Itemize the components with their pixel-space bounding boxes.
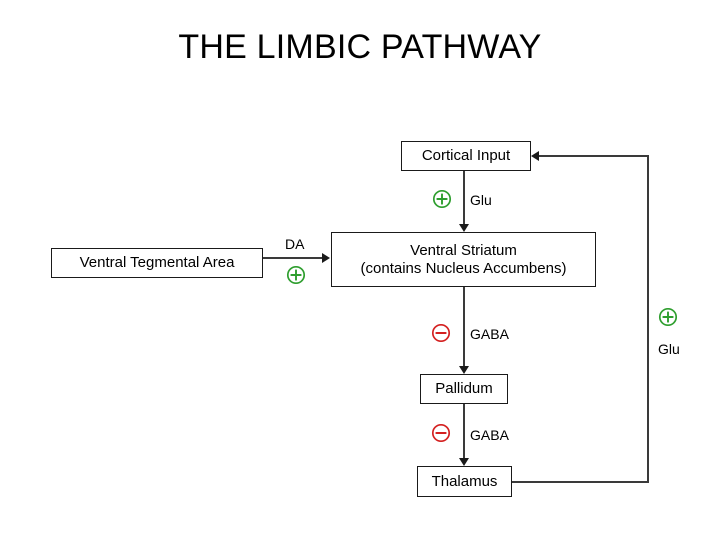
node-cortical-input-label: Cortical Input [421,147,511,165]
page-title: THE LIMBIC PATHWAY [178,28,542,66]
edge-label-cortex-to-striatum: Glu [470,192,492,208]
edge-vta-to-striatum-line [263,257,323,259]
node-thalamus[interactable]: Thalamus [417,466,512,497]
excitatory-badge-cortex-striatum [432,189,452,209]
edge-vta-to-striatum-arrowhead [322,253,330,263]
edge-label-vta-to-striatum: DA [285,236,305,252]
node-ventral-tegmental-area[interactable]: Ventral Tegmental Area [51,248,263,278]
edge-cortex-to-striatum-arrowhead [459,224,469,232]
edge-label-thalamus-to-cortex: Glu [658,341,680,357]
edge-thalamus-to-cortex-segment-right [647,155,649,482]
edge-striatum-to-pallidum-line [463,287,465,367]
edge-pallidum-to-thalamus-line [463,404,465,459]
edge-pallidum-to-thalamus-arrowhead [459,458,469,466]
node-pallidum[interactable]: Pallidum [420,374,508,404]
edge-striatum-to-pallidum-arrowhead [459,366,469,374]
edge-thalamus-to-cortex-segment-top [538,155,648,157]
node-ventral-tegmental-area-label: Ventral Tegmental Area [79,254,235,272]
node-ventral-striatum-label-line2: (contains Nucleus Accumbens) [360,259,567,277]
node-cortical-input[interactable]: Cortical Input [401,141,531,171]
edge-thalamus-to-cortex-segment-bottom [512,481,649,483]
node-thalamus-label: Thalamus [431,472,498,490]
excitatory-badge-thalamus-cortex [658,307,678,327]
node-ventral-striatum-label-line1: Ventral Striatum [410,241,517,259]
edge-label-striatum-to-pallidum: GABA [470,326,509,342]
inhibitory-badge-striatum-pallidum [431,323,451,343]
excitatory-badge-vta-striatum [286,265,306,285]
edge-label-pallidum-to-thalamus: GABA [470,427,509,443]
node-ventral-striatum[interactable]: Ventral Striatum (contains Nucleus Accum… [331,232,596,287]
edge-cortex-to-striatum-line [463,171,465,225]
edge-thalamus-to-cortex-arrowhead [531,151,539,161]
node-pallidum-label: Pallidum [435,380,493,398]
inhibitory-badge-pallidum-thalamus [431,423,451,443]
